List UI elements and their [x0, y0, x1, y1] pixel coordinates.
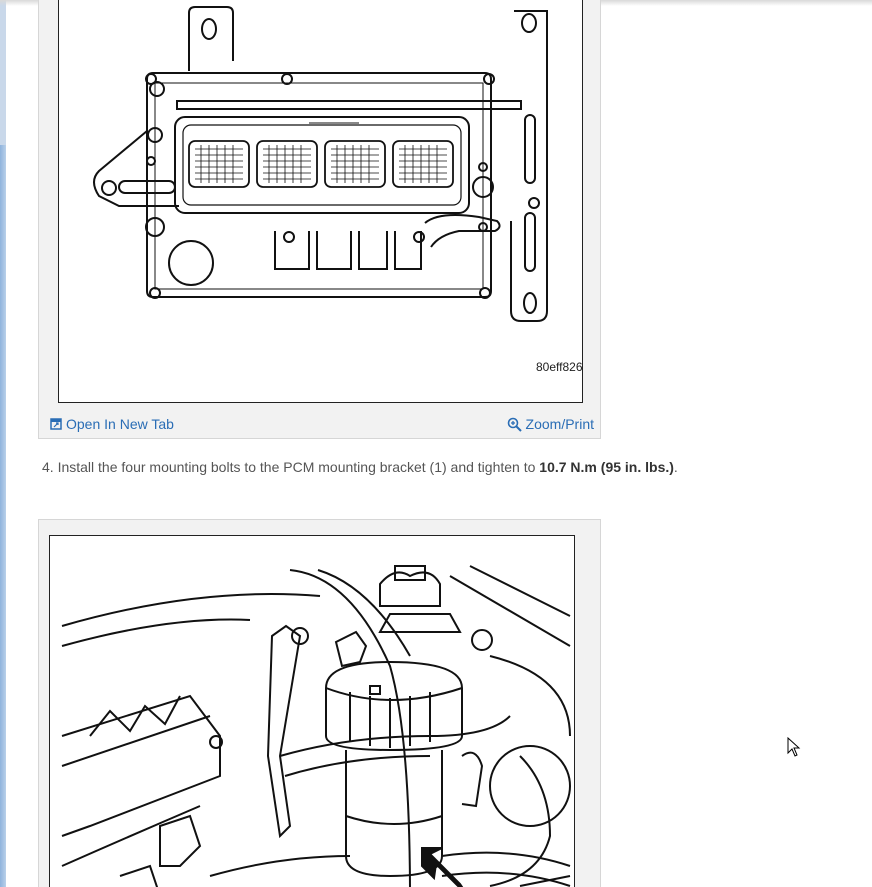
- step-text: Install the four mounting bolts to the P…: [57, 459, 536, 475]
- open-new-tab-icon: [50, 418, 62, 430]
- figure-footer: Open In New Tab Zoom/Print: [39, 412, 600, 438]
- zoom-print-label: Zoom/Print: [525, 416, 594, 432]
- figure-card-pcm: 80eff826 Open In New Tab Zoom/Print: [38, 0, 601, 439]
- zoom-print-link[interactable]: Zoom/Print: [507, 416, 594, 432]
- window-left-edge: [0, 0, 6, 887]
- step-end: .: [673, 459, 678, 475]
- step-number: 4.: [42, 459, 54, 475]
- reservoir-illustration[interactable]: [49, 535, 575, 887]
- mouse-pointer-icon: [787, 737, 801, 757]
- window-left-edge-top: [0, 0, 6, 145]
- torque-imperial: (95 in. lbs.): [600, 459, 674, 475]
- reservoir-line-drawing: [61, 565, 571, 887]
- figure-code: 80eff826: [536, 360, 583, 374]
- open-in-new-tab-link[interactable]: Open In New Tab: [50, 416, 174, 432]
- figure-card-reservoir: [38, 519, 601, 887]
- torque-metric: 10.7 N.m: [539, 459, 597, 475]
- step-4-instruction: 4. Install the four mounting bolts to th…: [42, 459, 678, 475]
- open-in-new-tab-label: Open In New Tab: [66, 416, 174, 432]
- pcm-illustration[interactable]: 80eff826: [58, 0, 583, 403]
- magnifier-plus-icon: [507, 417, 522, 432]
- pcm-line-drawing: [93, 6, 548, 322]
